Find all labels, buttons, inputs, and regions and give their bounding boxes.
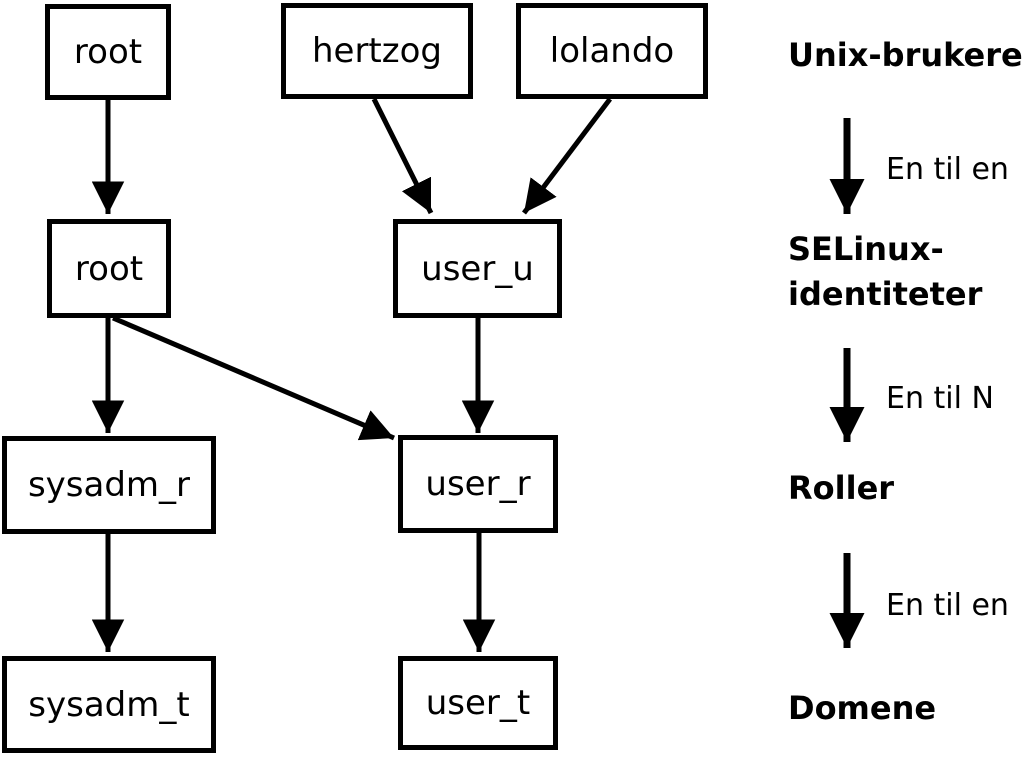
legend-level-domains: Domene <box>788 689 937 727</box>
node-selinux-root: root <box>47 219 171 318</box>
arrow-lolando-to-user-u <box>522 97 612 215</box>
node-user-u: user_u <box>393 219 562 318</box>
arrow-selinuxroot-to-user-r <box>112 315 395 441</box>
node-sysadm-t: sysadm_t <box>2 656 216 753</box>
node-label: sysadm_t <box>28 684 190 725</box>
node-label: hertzog <box>311 31 442 71</box>
legend-relation-one-to-one-2: En til en <box>886 588 1009 623</box>
node-sysadm-r: sysadm_r <box>2 436 216 534</box>
node-user-r: user_r <box>398 435 558 533</box>
node-label: lolando <box>549 31 675 71</box>
node-label: root <box>73 32 143 72</box>
node-user-t: user_t <box>398 656 558 750</box>
legend-selinux-line1: SELinux- <box>788 230 944 268</box>
node-hertzog: hertzog <box>281 3 473 99</box>
node-lolando: lolando <box>516 3 708 99</box>
arrow-hertzog-to-user-u <box>371 97 434 215</box>
legend-level-selinux-identities: SELinux- identiteter <box>788 227 982 317</box>
legend-relation-one-to-one-1: En til en <box>886 152 1009 187</box>
node-label: user_u <box>421 248 534 289</box>
node-label: user_r <box>425 464 531 504</box>
node-label: root <box>74 248 144 289</box>
node-label: user_t <box>425 683 531 723</box>
node-label: sysadm_r <box>27 465 191 505</box>
legend-selinux-line2: identiteter <box>788 275 983 313</box>
legend-level-unix-users: Unix-brukere <box>788 36 1023 74</box>
legend-level-roles: Roller <box>788 469 895 507</box>
legend-relation-one-to-n: En til N <box>886 381 994 416</box>
node-unix-root: root <box>45 4 171 100</box>
